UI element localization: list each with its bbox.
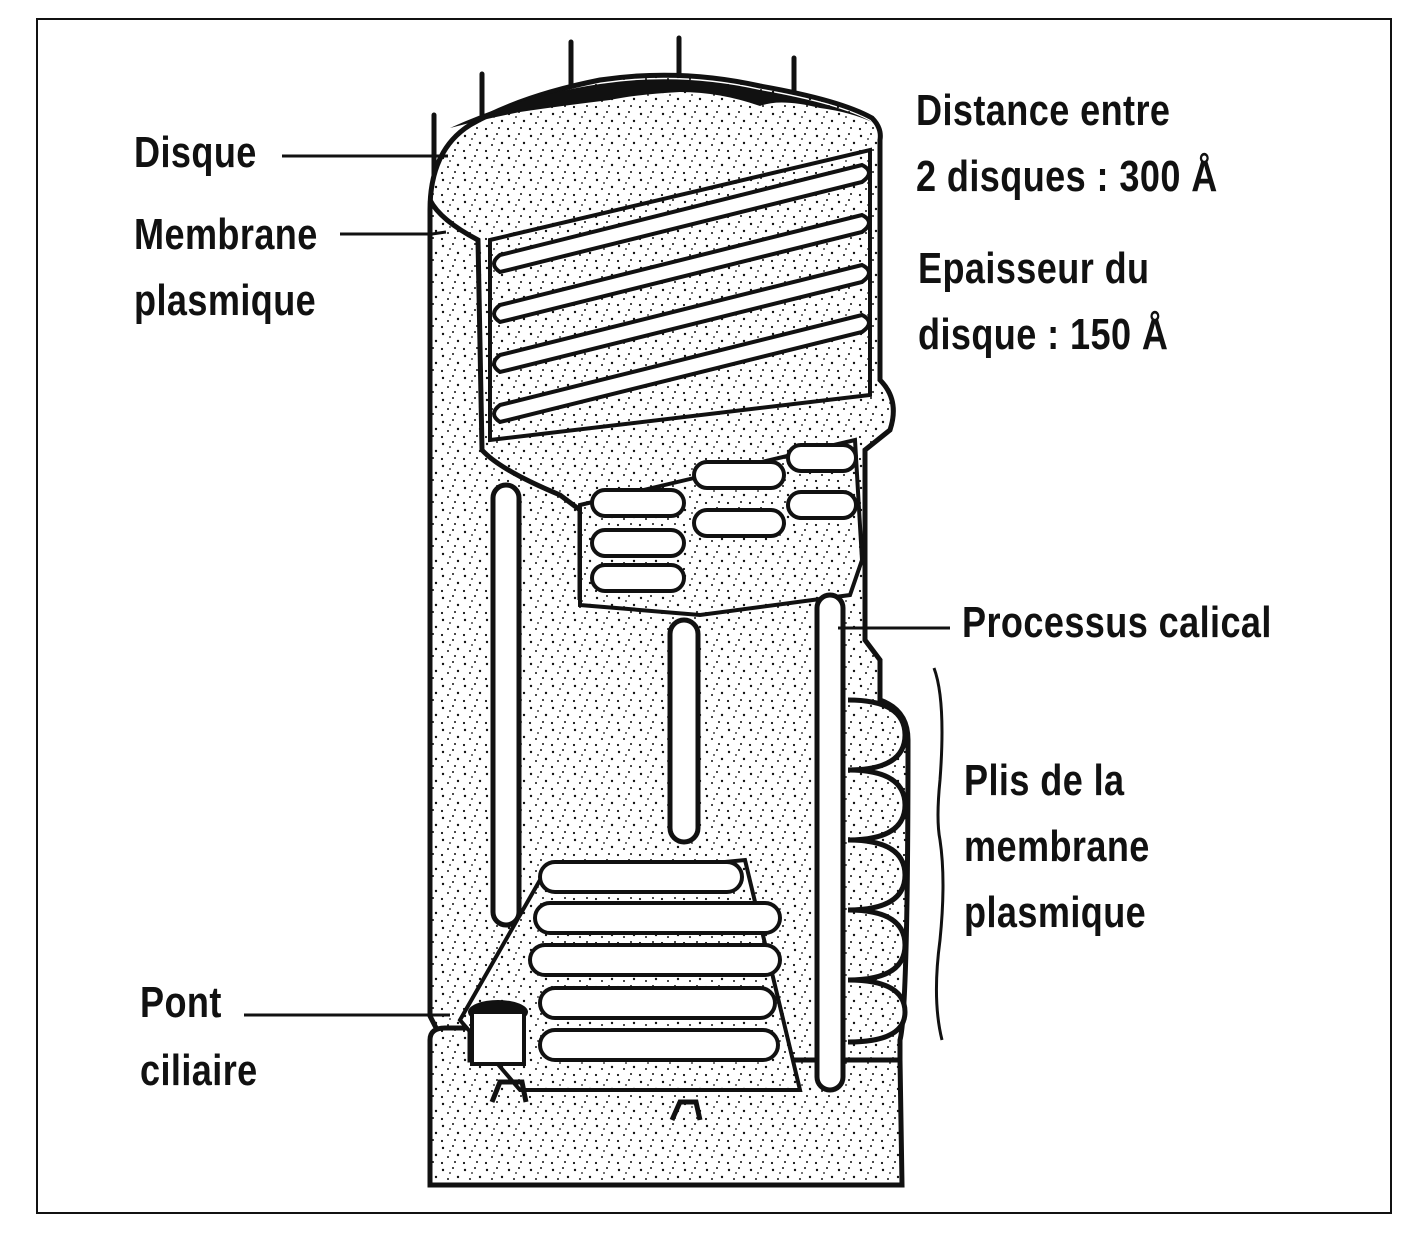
label-pont-ciliaire-1: Pont bbox=[140, 978, 222, 1027]
membrane-folds bbox=[847, 697, 908, 1045]
upper-disc-stack bbox=[488, 147, 872, 443]
label-membrane-plasmique-2: plasmique bbox=[134, 276, 317, 325]
figure-frame bbox=[36, 18, 1392, 1214]
label-distance-1: Distance entre bbox=[916, 86, 1171, 135]
middle-disc-blocks bbox=[578, 437, 865, 618]
top-cap bbox=[450, 79, 872, 128]
label-epaisseur-1: Epaisseur du bbox=[918, 244, 1150, 293]
label-epaisseur-2: disque : 150 Å bbox=[918, 310, 1169, 359]
ciliary-base bbox=[468, 1000, 703, 1122]
lower-disc-folds bbox=[457, 857, 803, 1092]
label-disque: Disque bbox=[134, 128, 257, 177]
label-membrane-plasmique-1: Membrane bbox=[134, 210, 318, 259]
label-plis-3: plasmique bbox=[964, 888, 1147, 937]
label-processus-calical: Processus calical bbox=[962, 598, 1272, 647]
pointer-lines bbox=[244, 154, 950, 1041]
vertical-rods bbox=[490, 482, 846, 1093]
label-pont-ciliaire-2: ciliaire bbox=[140, 1046, 258, 1095]
label-plis-2: membrane bbox=[964, 822, 1150, 871]
membrane-line bbox=[427, 198, 583, 600]
label-plis-1: Plis de la bbox=[964, 756, 1125, 805]
label-distance-2: 2 disques : 300 Å bbox=[916, 152, 1218, 201]
